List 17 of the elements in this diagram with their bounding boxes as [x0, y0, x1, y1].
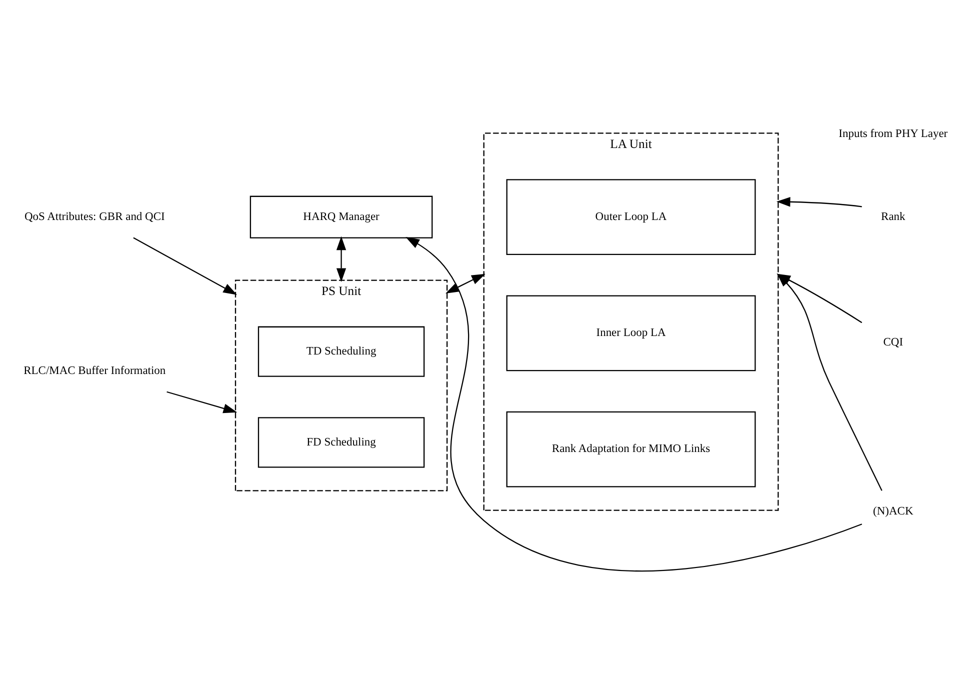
node-box: FD Scheduling [258, 416, 425, 468]
node-text: QoS Attributes: GBR and QCI [24, 210, 165, 222]
arrow [336, 236, 346, 282]
node-text: (N)ACK [873, 504, 914, 517]
arrow [406, 236, 862, 571]
node-text: Rank [881, 210, 906, 222]
node-text: RLC/MAC Buffer Information [24, 364, 166, 377]
node-box: TD Scheduling [258, 326, 425, 376]
label: Inputs from PHY Layer [838, 128, 948, 140]
node-box: Rank Adaptation for MIMO Links [506, 410, 756, 487]
node-box: Inner Loop LA [506, 294, 756, 371]
arrow [133, 236, 238, 294]
node-box: Outer Loop LA [506, 178, 756, 255]
node-text: CQI [883, 336, 904, 348]
node-box: HARQ Manager [250, 195, 433, 238]
arrow [166, 390, 238, 413]
arrow [776, 196, 862, 207]
